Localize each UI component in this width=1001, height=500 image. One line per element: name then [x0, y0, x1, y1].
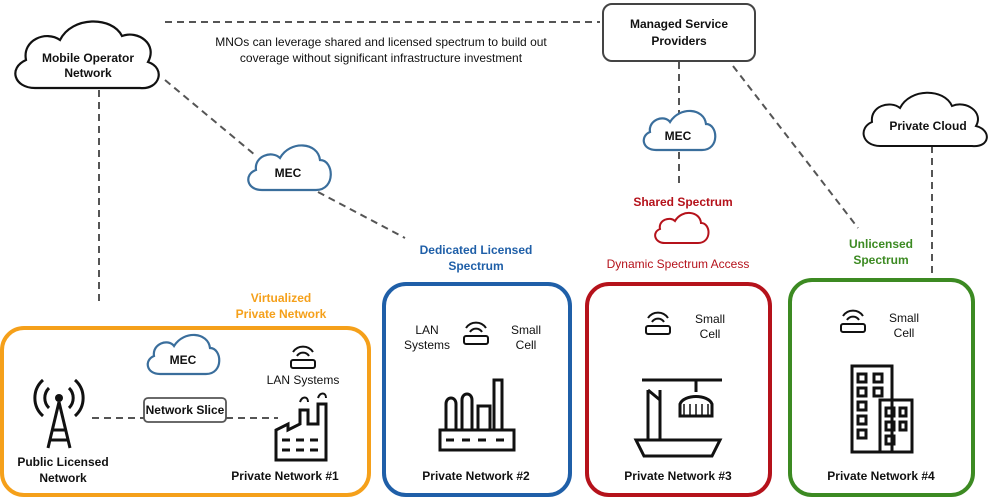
- mec-cloud-center: MEC: [247, 144, 332, 192]
- virtualized-network-label-1: Virtualized: [251, 291, 311, 305]
- cloud-icon: [247, 144, 332, 192]
- connectors: [92, 21, 933, 419]
- managed-service-providers-box: Managed Service Providers: [602, 3, 756, 62]
- private-cloud-label: Private Cloud: [889, 119, 966, 133]
- private-cloud: Private Cloud: [862, 91, 988, 148]
- factory-icon: [274, 392, 328, 462]
- small-cell-label-2: Cell: [700, 327, 721, 341]
- lan-label-2: Systems: [404, 338, 450, 352]
- virtualized-network-box: [0, 326, 371, 497]
- note-line-2: coverage without significant infrastruct…: [240, 51, 523, 65]
- managed-service-label-2: Providers: [651, 34, 707, 48]
- connector-mec-dedicated: [317, 191, 406, 239]
- small-cell-label-1: Small: [889, 311, 919, 325]
- mec-label: MEC: [665, 129, 692, 143]
- private-network-1-label: Private Network #1: [231, 469, 339, 483]
- private-network-3-label: Private Network #3: [624, 469, 732, 483]
- network-slice-label: Network Slice: [146, 403, 225, 417]
- small-cell-label-1: Small: [511, 323, 541, 337]
- cell-tower-icon: [33, 378, 85, 449]
- wifi-router-icon: [645, 311, 671, 335]
- connector-managed-unlicensed: [732, 65, 859, 229]
- mec-cloud-virtualized: MEC: [146, 333, 221, 376]
- private-network-2-box: [382, 282, 572, 497]
- unlicensed-spectrum-label-2: Spectrum: [853, 253, 908, 267]
- cloud-icon: [654, 212, 710, 244]
- industrial-plant-icon: [438, 378, 516, 452]
- network-slice-box: Network Slice: [143, 397, 227, 423]
- cloud-icon: [14, 20, 160, 90]
- mec-label: MEC: [275, 166, 302, 180]
- lan-systems-label: LAN Systems: [267, 373, 340, 387]
- cloud-icon: [862, 91, 988, 148]
- wifi-router-icon: [463, 321, 489, 345]
- small-cell-label-2: Cell: [894, 326, 915, 340]
- office-building-icon: [850, 364, 914, 454]
- shared-spectrum-subtitle: Dynamic Spectrum Access: [607, 257, 750, 271]
- managed-service-label-1: Managed Service: [630, 17, 728, 31]
- cloud-icon: [642, 109, 717, 152]
- lan-label-1: LAN: [415, 323, 438, 337]
- shared-spectrum-title: Shared Spectrum: [633, 195, 732, 209]
- private-network-4-box: [788, 278, 975, 497]
- cloud-icon: [146, 333, 221, 376]
- wifi-router-icon: [840, 309, 866, 333]
- port-crane-icon: [633, 378, 723, 458]
- mobile-operator-label-2: Network: [64, 66, 112, 80]
- private-network-4-label: Private Network #4: [827, 469, 935, 483]
- unlicensed-spectrum-label-1: Unlicensed: [849, 237, 913, 251]
- public-network-label-1: Public Licensed: [17, 455, 108, 469]
- small-cell-label-1: Small: [695, 312, 725, 326]
- wifi-router-icon: [290, 345, 316, 369]
- mec-label: MEC: [170, 353, 197, 367]
- mobile-operator-network-cloud: Mobile Operator Network: [14, 20, 160, 90]
- dedicated-spectrum-label-2: Spectrum: [448, 259, 503, 273]
- note-line-1: MNOs can leverage shared and licensed sp…: [215, 35, 547, 49]
- private-network-3-box: [585, 282, 772, 497]
- mobile-operator-label-1: Mobile Operator: [42, 51, 134, 65]
- public-network-label-2: Network: [39, 471, 87, 485]
- small-cell-label-2: Cell: [516, 338, 537, 352]
- connector-operator-mec: [164, 79, 256, 156]
- dedicated-spectrum-label-1: Dedicated Licensed: [420, 243, 533, 257]
- virtualized-network-label-2: Private Network: [236, 307, 327, 321]
- mec-cloud-managed: MEC: [642, 109, 717, 152]
- private-network-2-label: Private Network #2: [422, 469, 530, 483]
